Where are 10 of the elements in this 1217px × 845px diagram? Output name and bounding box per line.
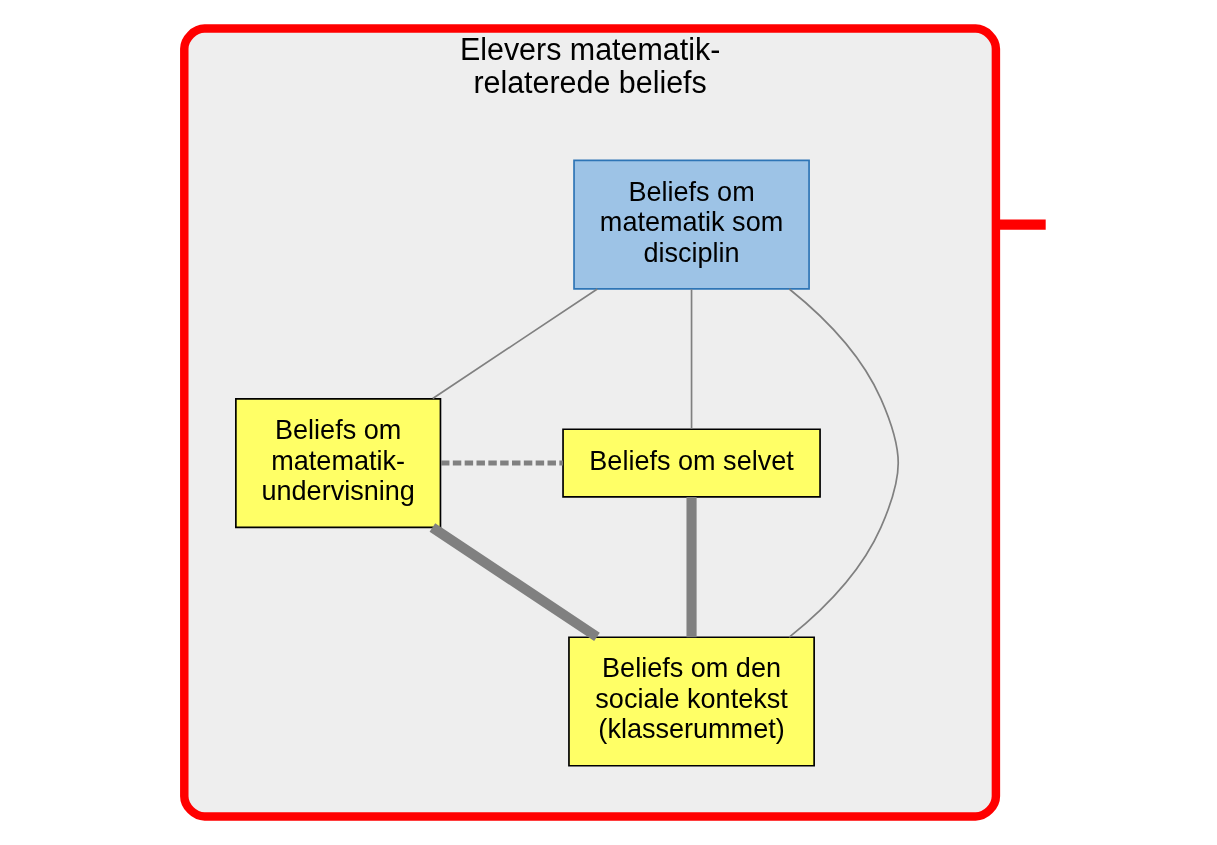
node-box: Beliefs om matematik som disciplin: [572, 159, 810, 290]
connector: [440, 460, 563, 466]
connector: [690, 288, 692, 430]
node-box: Beliefs om matematik- undervisning: [234, 398, 441, 529]
node-box: Beliefs om den sociale kontekst (klasserummet): [567, 636, 815, 767]
connector: [429, 523, 600, 642]
node-box: Beliefs om selvet: [561, 428, 821, 498]
connector: [685, 496, 697, 638]
connector: [787, 288, 899, 638]
connector: [431, 288, 598, 400]
